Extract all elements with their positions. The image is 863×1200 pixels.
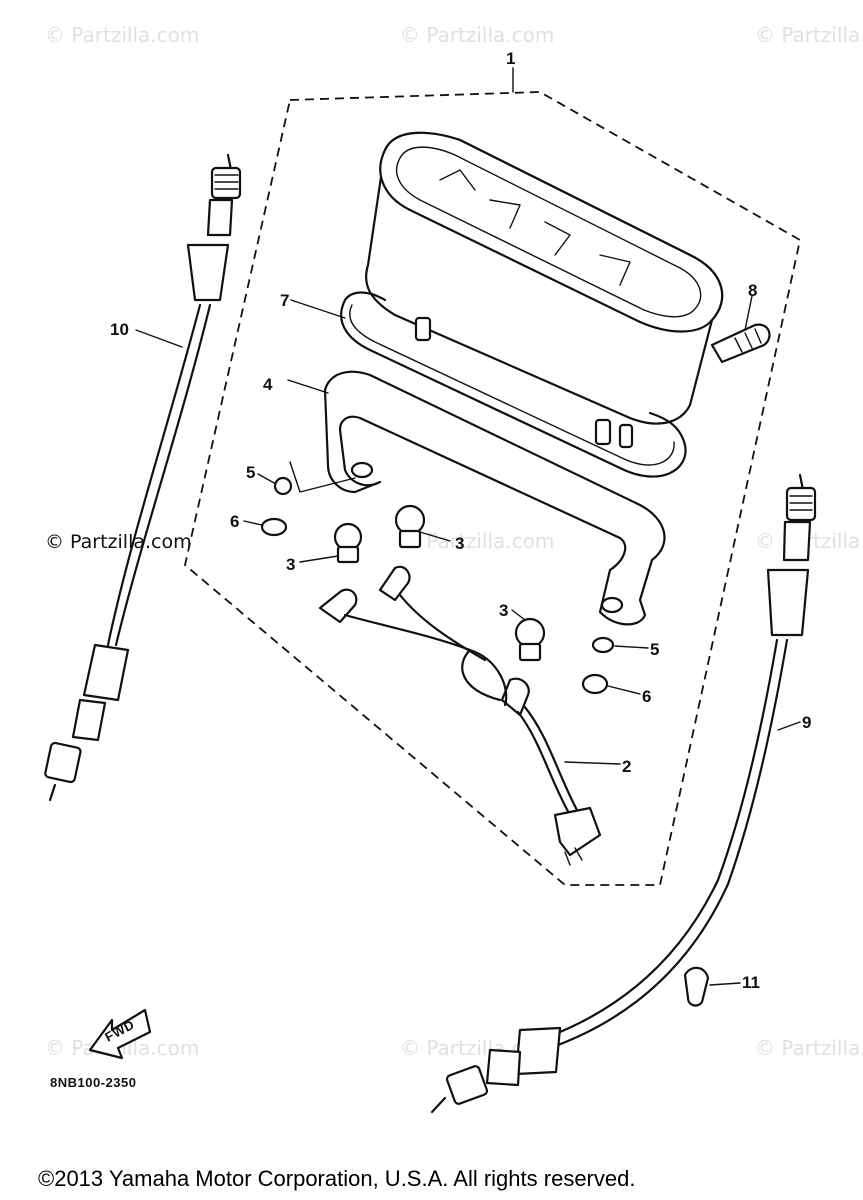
watermark: © Partzilla.com	[755, 23, 863, 47]
bulb	[514, 617, 546, 662]
watermark: © Partzilla.com	[755, 1036, 863, 1060]
callout-layer: 1 2 3 3 3 4 5 5 6 6 7 8 9 10 11	[110, 49, 811, 992]
callout-11: 11	[742, 973, 760, 992]
assembly-boundary	[184, 91, 802, 886]
fwd-arrow-icon: FWD	[88, 1008, 152, 1060]
watermark: © Partzilla.com	[400, 23, 554, 47]
gasket	[340, 291, 687, 478]
callout-6: 6	[642, 687, 651, 706]
watermark: © Partzilla.com	[45, 23, 199, 47]
callout-6: 6	[230, 512, 239, 531]
callout-3: 3	[286, 555, 295, 574]
bulb	[333, 522, 363, 564]
callout-9: 9	[802, 713, 811, 732]
bulb	[394, 504, 426, 549]
tachometer-cable	[430, 473, 817, 1114]
socket-cord	[318, 565, 602, 866]
leader-lines	[135, 67, 801, 986]
nut	[591, 636, 615, 654]
reset-knob	[710, 323, 771, 364]
callout-1: 1	[506, 49, 515, 68]
callout-5: 5	[246, 463, 255, 482]
stud	[618, 423, 634, 449]
nut	[273, 476, 293, 496]
callout-3: 3	[455, 534, 464, 553]
callout-7: 7	[280, 291, 289, 310]
callout-5: 5	[650, 640, 659, 659]
watermark-highlighted: © Partzilla.com	[45, 531, 192, 553]
meter-bracket	[323, 370, 666, 626]
stud	[414, 316, 432, 342]
speedometer-cable	[44, 153, 242, 802]
copyright-notice: ©2013 Yamaha Motor Corporation, U.S.A. A…	[38, 1166, 635, 1191]
callout-8: 8	[748, 281, 757, 300]
diagram-code: 8NB100-2350	[50, 1075, 136, 1090]
washer	[260, 517, 288, 537]
cable-clamp	[683, 966, 710, 1007]
callout-2: 2	[622, 757, 631, 776]
callout-10: 10	[110, 320, 129, 339]
callout-4: 4	[263, 375, 273, 394]
stud	[594, 418, 612, 446]
meter-housing	[365, 131, 771, 449]
washer	[581, 673, 609, 695]
callout-3: 3	[499, 601, 508, 620]
